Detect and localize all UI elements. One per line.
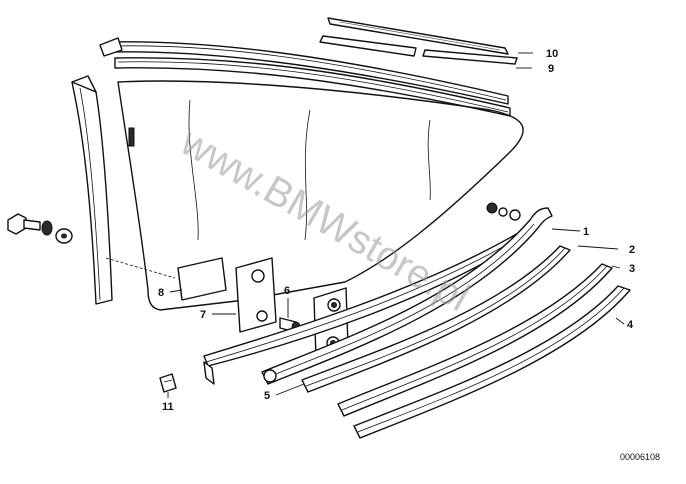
part-4-seal: [353, 285, 631, 439]
part-9-upper-channel: [99, 37, 511, 117]
bolt-and-washers: [7, 213, 73, 244]
label-part-9: 9: [548, 63, 554, 75]
label-part-10: 10: [546, 48, 558, 60]
nut-washer-set: [486, 202, 521, 221]
label-part-6: 6: [284, 285, 290, 297]
left-vertical-channel: [71, 75, 113, 305]
part-11-clip: [159, 373, 177, 393]
leader-lines: [167, 52, 625, 398]
label-part-3: 3: [629, 263, 635, 275]
label-part-8: 8: [158, 287, 164, 299]
label-part-7: 7: [200, 309, 206, 321]
part-7-bracket-plate: [235, 257, 277, 333]
window-glass: [117, 80, 524, 311]
label-part-11: 11: [162, 401, 174, 413]
part-8-pad: [177, 257, 227, 301]
part-1-seal: [261, 207, 553, 385]
label-part-5: 5: [264, 390, 270, 402]
label-part-2: 2: [629, 244, 635, 256]
reference-number: 00006108: [620, 452, 660, 462]
part-3-seal: [337, 263, 613, 417]
label-part-1: 1: [583, 226, 589, 238]
part-2-seal: [301, 245, 571, 393]
part-10-trim-strip: [319, 17, 518, 65]
label-part-4: 4: [627, 319, 634, 331]
